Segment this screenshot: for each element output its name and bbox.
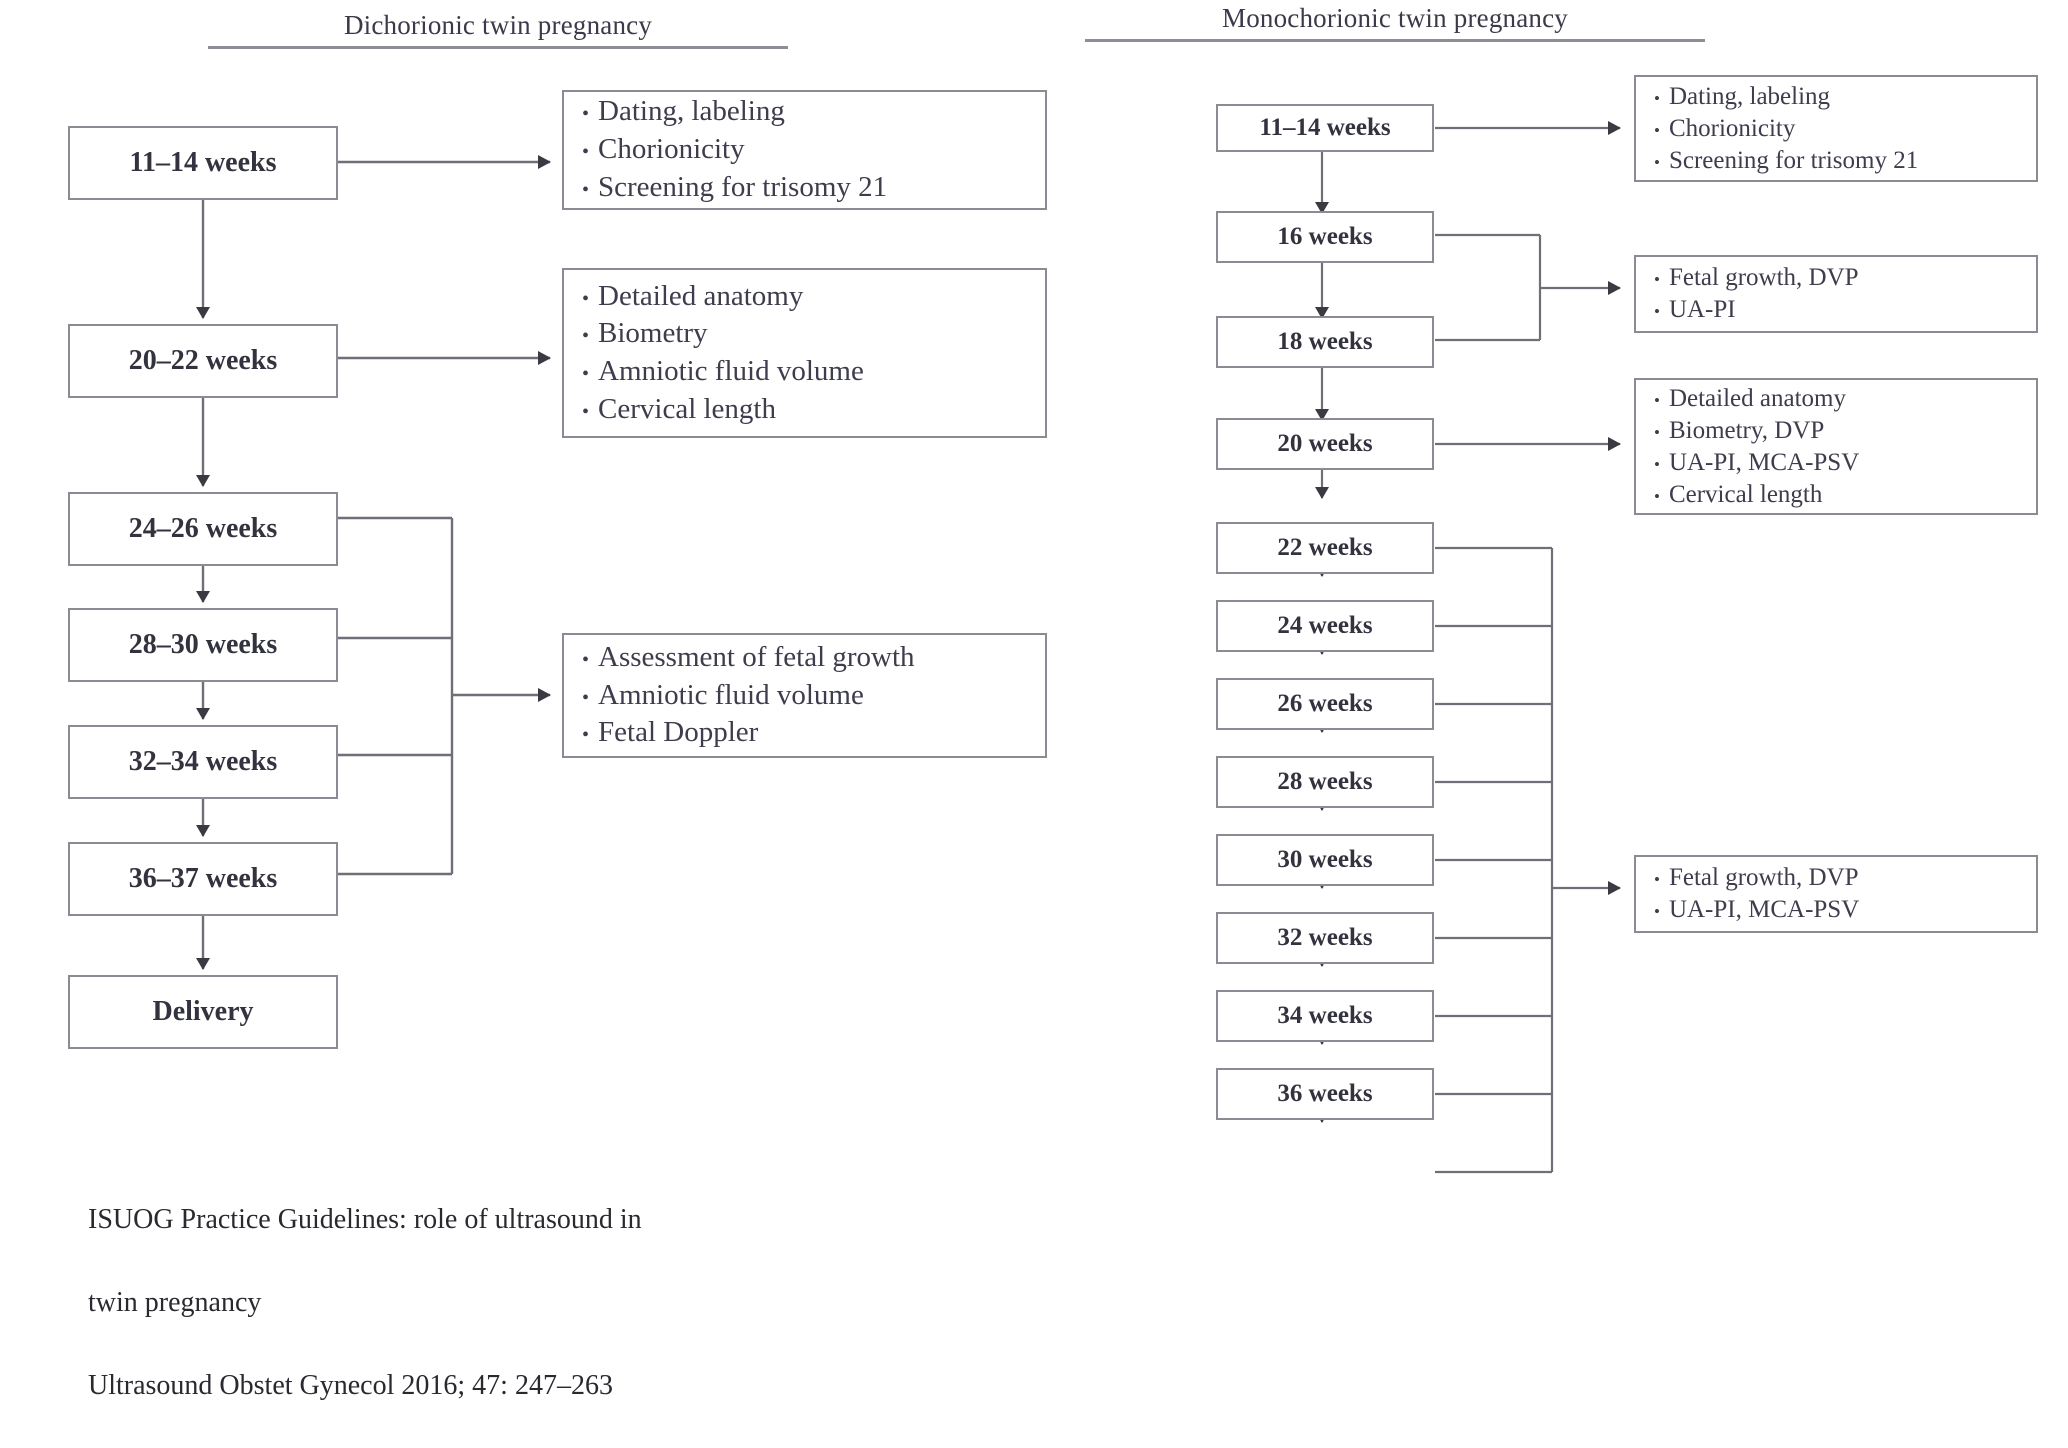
bullet-icon: • xyxy=(1654,270,1660,289)
node-right-16-weeks[interactable]: 16 weeks xyxy=(1216,211,1434,263)
node-right-28-weeks[interactable]: 28 weeks xyxy=(1216,756,1434,808)
source-caption: ISUOG Practice Guidelines: role of ultra… xyxy=(88,1158,988,1448)
bullet-icon: • xyxy=(1654,152,1660,172)
bullet-icon: • xyxy=(1654,870,1660,889)
bullet-icon: • xyxy=(582,103,590,126)
node-right-22-weeks[interactable]: 22 weeks xyxy=(1216,522,1434,574)
detail-box-right-first-trimester: • Dating, labeling • Chorionicity • Scre… xyxy=(1634,75,2038,182)
node-right-32-weeks[interactable]: 32 weeks xyxy=(1216,912,1434,964)
node-right-36-weeks[interactable]: 36 weeks xyxy=(1216,1068,1434,1120)
list-item: • Dating, labeling xyxy=(582,95,785,128)
node-right-11-14-weeks[interactable]: 11–14 weeks xyxy=(1216,104,1434,152)
node-right-26-weeks[interactable]: 26 weeks xyxy=(1216,678,1434,730)
bullet-icon: • xyxy=(1654,422,1660,442)
list-item: • Chorionicity xyxy=(1654,114,1796,142)
detail-box-left-anatomy-scan: • Detailed anatomy • Biometry • Amniotic… xyxy=(562,268,1047,438)
node-right-34-weeks[interactable]: 34 weeks xyxy=(1216,990,1434,1042)
detail-box-left-growth-surveillance: • Assessment of fetal growth • Amniotic … xyxy=(562,633,1047,758)
node-left-32-34-weeks[interactable]: 32–34 weeks xyxy=(68,725,338,799)
list-item: • Dating, labeling xyxy=(1654,82,1831,110)
list-item: • Fetal growth, DVP xyxy=(1654,264,1859,291)
bullet-icon: • xyxy=(582,178,590,201)
bullet-icon: • xyxy=(582,325,590,348)
bullet-icon: • xyxy=(582,141,590,164)
bullet-icon: • xyxy=(582,287,590,310)
list-item: • Chorionicity xyxy=(582,133,745,166)
caption-line-2: twin pregnancy xyxy=(88,1287,262,1319)
bullet-icon: • xyxy=(582,363,590,385)
list-item: • UA-PI xyxy=(1654,296,1736,323)
list-item: • UA-PI, MCA-PSV xyxy=(1654,448,1860,476)
list-item: • Screening for trisomy 21 xyxy=(1654,146,1919,174)
bullet-icon: • xyxy=(1654,486,1660,506)
bullet-icon: • xyxy=(1654,902,1660,921)
node-left-20-22-weeks[interactable]: 20–22 weeks xyxy=(68,324,338,398)
detail-box-right-anatomy-scan: • Detailed anatomy • Biometry, DVP • UA-… xyxy=(1634,378,2038,515)
node-left-36-37-weeks[interactable]: 36–37 weeks xyxy=(68,842,338,916)
bullet-icon: • xyxy=(1654,390,1660,410)
list-item: • Amniotic fluid volume xyxy=(582,355,864,387)
list-item: • Amniotic fluid volume xyxy=(582,678,864,711)
bullet-icon: • xyxy=(582,400,590,423)
bullet-icon: • xyxy=(582,648,590,671)
caption-line-1: ISUOG Practice Guidelines: role of ultra… xyxy=(88,1204,642,1236)
list-item: • Cervical length xyxy=(582,392,776,425)
list-item: • UA-PI, MCA-PSV xyxy=(1654,896,1860,923)
list-item: • Fetal growth, DVP xyxy=(1654,864,1859,891)
detail-box-right-serial-surveillance: • Fetal growth, DVP • UA-PI, MCA-PSV xyxy=(1634,855,2038,933)
list-item: • Detailed anatomy xyxy=(582,279,804,312)
detail-box-left-first-trimester: • Dating, labeling • Chorionicity • Scre… xyxy=(562,90,1047,210)
bullet-icon: • xyxy=(1654,454,1660,474)
node-right-24-weeks[interactable]: 24 weeks xyxy=(1216,600,1434,652)
node-right-20-weeks[interactable]: 20 weeks xyxy=(1216,418,1434,470)
diagram-canvas: Dichorionic twin pregnancy 11–14 weeks 2… xyxy=(68,3,2038,1401)
bullet-icon: • xyxy=(1654,120,1660,140)
caption-line-3: Ultrasound Obstet Gynecol 2016; 47: 247–… xyxy=(88,1370,613,1402)
node-left-11-14-weeks[interactable]: 11–14 weeks xyxy=(68,126,338,200)
list-item: • Screening for trisomy 21 xyxy=(582,170,888,203)
bullet-icon: • xyxy=(1654,88,1660,108)
column-title-dichorionic: Dichorionic twin pregnancy xyxy=(208,10,788,49)
list-item: • Fetal Doppler xyxy=(582,716,759,749)
list-item: • Assessment of fetal growth xyxy=(582,640,915,673)
node-right-30-weeks[interactable]: 30 weeks xyxy=(1216,834,1434,886)
detail-box-right-early-surveillance: • Fetal growth, DVP • UA-PI xyxy=(1634,255,2038,333)
list-item: • Biometry xyxy=(582,317,708,350)
bullet-icon: • xyxy=(1654,302,1660,321)
list-item: • Detailed anatomy xyxy=(1654,384,1846,412)
bullet-icon: • xyxy=(582,686,590,709)
bullet-icon: • xyxy=(582,724,590,747)
list-item: • Biometry, DVP xyxy=(1654,416,1825,444)
node-left-24-26-weeks[interactable]: 24–26 weeks xyxy=(68,492,338,566)
node-left-delivery[interactable]: Delivery xyxy=(68,975,338,1049)
node-right-18-weeks[interactable]: 18 weeks xyxy=(1216,316,1434,368)
column-title-monochorionic: Monochorionic twin pregnancy xyxy=(1085,3,1705,42)
list-item: • Cervical length xyxy=(1654,480,1823,508)
node-left-28-30-weeks[interactable]: 28–30 weeks xyxy=(68,608,338,682)
